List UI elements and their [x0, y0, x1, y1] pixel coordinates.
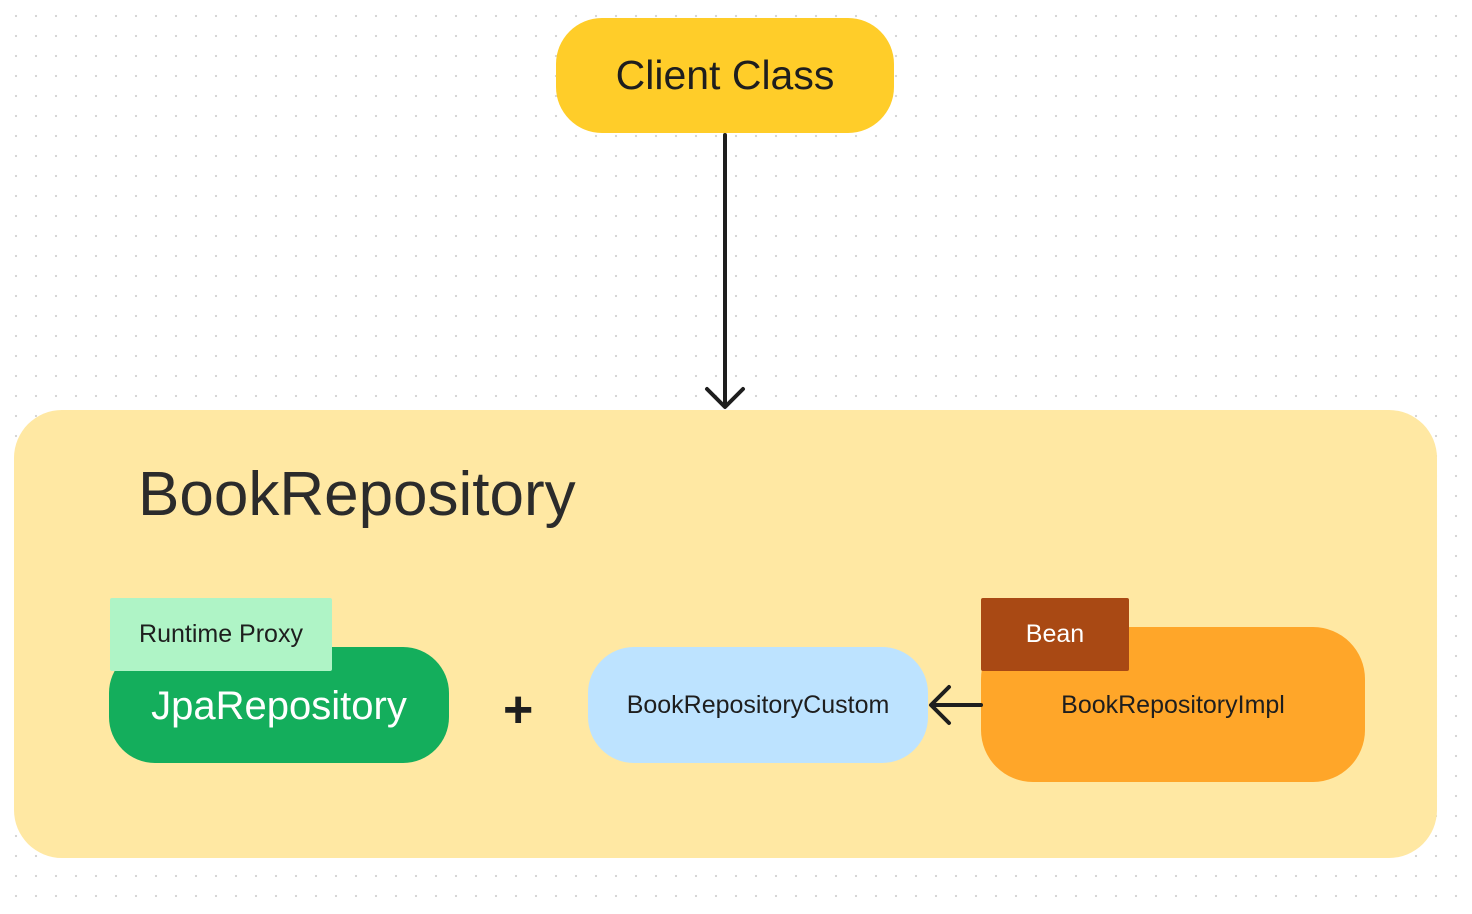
bean-tag[interactable]: Bean [981, 598, 1129, 671]
client-class-label: Client Class [615, 52, 835, 98]
book-repository-custom-label: BookRepositoryCustom [626, 690, 890, 719]
jpa-repository-label: JpaRepository [151, 683, 407, 728]
client-to-repository-arrowhead [705, 387, 745, 409]
plus-sign: + [503, 681, 534, 739]
book-repository-impl-label: BookRepositoryImpl [1061, 691, 1285, 719]
client-class-node[interactable]: Client Class [556, 18, 894, 133]
runtime-proxy-tag[interactable]: Runtime Proxy [110, 598, 332, 671]
runtime-proxy-label: Runtime Proxy [139, 620, 303, 648]
book-repository-title: BookRepository [138, 460, 576, 529]
bean-label: Bean [1025, 620, 1085, 648]
client-to-repository-arrow[interactable] [705, 133, 745, 409]
book-repository-custom-node[interactable]: BookRepositoryCustom [588, 647, 928, 763]
